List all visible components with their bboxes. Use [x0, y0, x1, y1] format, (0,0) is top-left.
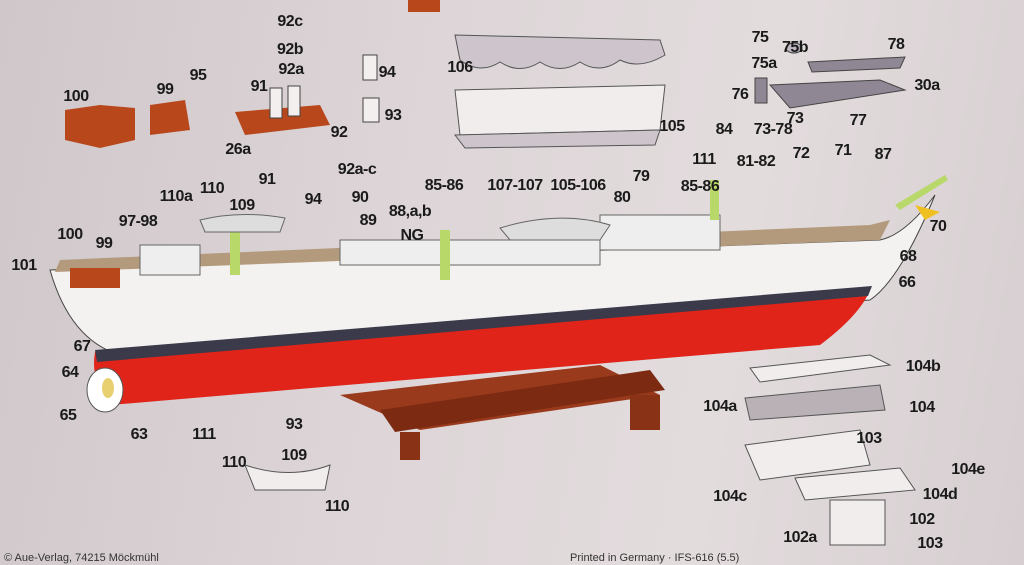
part-number-label: 103 — [917, 535, 943, 552]
part-number-label: 105 — [659, 118, 685, 135]
part-number-label: 99 — [156, 81, 174, 98]
part-number-label: NG — [400, 227, 425, 244]
part-number-label: 85-86 — [424, 177, 464, 194]
part-number-label: 68 — [899, 248, 917, 265]
part-number-label: 71 — [834, 142, 852, 159]
bridge-parts — [744, 354, 916, 546]
part-number-label: 110 — [324, 498, 350, 515]
part-number-label: 73 — [786, 110, 804, 127]
winch-parts — [754, 42, 907, 109]
part-number-label: 101 — [11, 257, 37, 274]
part-number-label: 92b — [276, 41, 304, 58]
part-number-label: 110 — [199, 180, 225, 197]
part-number-label: 90 — [351, 189, 369, 206]
publisher-credit: © Aue-Verlag, 74215 Möckmühl — [4, 552, 159, 564]
part-number-label: 103 — [856, 430, 882, 447]
part-number-label: 102a — [783, 529, 817, 546]
part-number-label: 87 — [874, 146, 892, 163]
part-number-label: 75 — [751, 29, 769, 46]
part-number-label: 94 — [378, 64, 396, 81]
part-number-label: 76 — [731, 86, 749, 103]
part-number-label: 92 — [330, 124, 348, 141]
part-number-label: 109 — [281, 447, 307, 464]
hull — [49, 175, 948, 413]
part-number-label: 92a — [278, 61, 304, 78]
part-number-label: 100 — [57, 226, 83, 243]
part-number-label: 91 — [250, 78, 268, 95]
part-number-label: 99 — [95, 235, 113, 252]
lifeboat — [499, 217, 611, 241]
part-number-label: 77 — [849, 112, 867, 129]
part-number-label: 26a — [225, 141, 251, 158]
part-number-label: 94 — [304, 191, 322, 208]
part-number-label: 105-106 — [550, 177, 606, 194]
part-number-label: 95 — [189, 67, 207, 84]
part-number-label: 67 — [73, 338, 91, 355]
display-stand — [340, 365, 665, 460]
part-number-label: 110a — [159, 188, 193, 205]
part-number-label: 104 — [909, 399, 935, 416]
part-number-label: 30a — [914, 77, 940, 94]
part-number-label: 104e — [951, 461, 985, 478]
part-number-label: 78 — [887, 36, 905, 53]
part-number-label: 104a — [703, 398, 737, 415]
part-number-label: 89 — [359, 212, 377, 229]
part-number-label: 63 — [130, 426, 148, 443]
part-number-label: 93 — [285, 416, 303, 433]
part-number-label: 72 — [792, 145, 810, 162]
part-number-label: 97-98 — [118, 213, 158, 230]
deck-covers — [454, 34, 666, 149]
lifeboat-detail — [244, 464, 331, 491]
print-info: Printed in Germany · IFS-616 (5.5) — [570, 552, 740, 564]
part-number-label: 75b — [781, 39, 809, 56]
superstructure — [339, 239, 601, 266]
part-number-label: 100 — [63, 88, 89, 105]
part-number-label: 102 — [909, 511, 935, 528]
part-number-label: 91 — [258, 171, 276, 188]
part-number-label: 65 — [59, 407, 77, 424]
part-number-label: 81-82 — [736, 153, 776, 170]
mast — [230, 225, 240, 275]
part-number-label: 106 — [447, 59, 473, 76]
part-number-label: 109 — [229, 197, 255, 214]
part-number-label: 75a — [751, 55, 777, 72]
part-number-label: 110 — [221, 454, 247, 471]
part-number-label: 93 — [384, 107, 402, 124]
part-number-label: 92c — [277, 13, 303, 30]
part-number-label: 80 — [613, 189, 631, 206]
part-number-label: 84 — [715, 121, 733, 138]
part-number-label: 111 — [192, 426, 216, 443]
part-number-label: 85-86 — [680, 178, 720, 195]
part-number-label: 104b — [905, 358, 941, 375]
part-number-label: 79 — [632, 168, 650, 185]
part-number-label: 73-78 — [753, 121, 793, 138]
part-number-label: 88,a,b — [388, 203, 432, 220]
part-number-label: 66 — [898, 274, 916, 291]
part-number-label: 70 — [929, 218, 947, 235]
part-number-label: 107-107 — [487, 177, 543, 194]
part-number-label: 111 — [692, 151, 716, 168]
part-corner — [408, 0, 440, 12]
part-number-label: 92a-c — [337, 161, 377, 178]
part-number-label: 104d — [922, 486, 958, 503]
loose-parts — [65, 54, 380, 148]
part-number-label: 64 — [61, 364, 79, 381]
part-number-label: 104c — [713, 488, 747, 505]
